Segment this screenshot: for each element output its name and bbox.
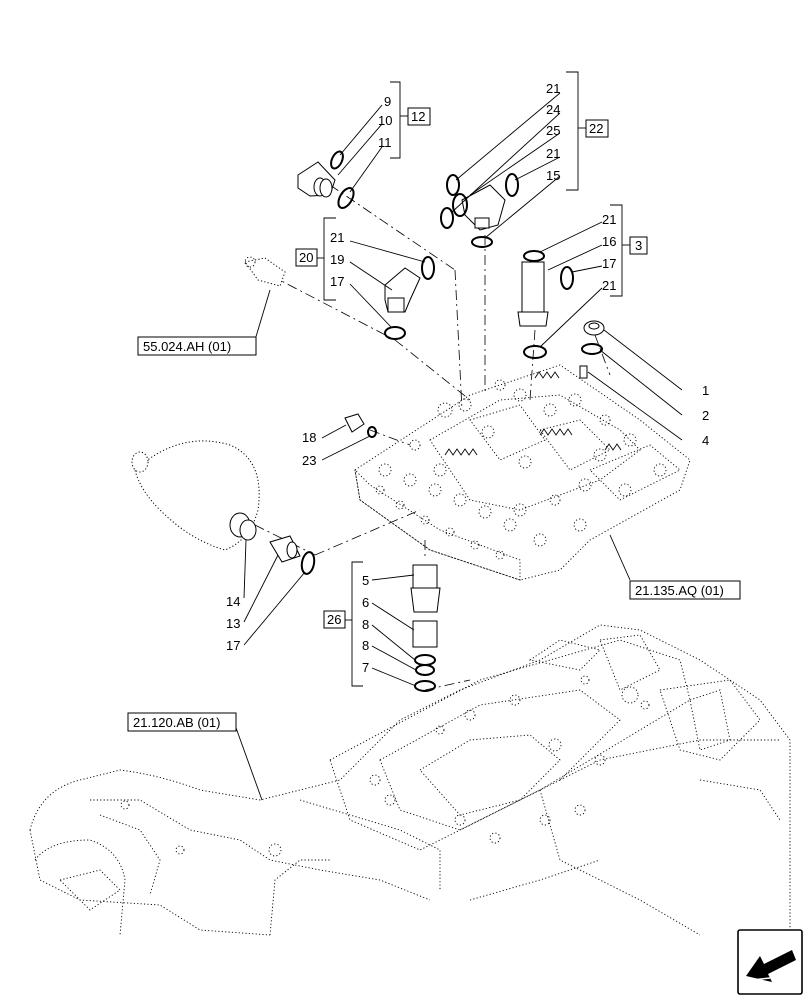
group-brackets [316,71,630,687]
reference-21-135-aq: 21.135.AQ (01) [635,583,724,598]
callout-19: 19 [330,252,344,267]
group-number-boxes: 12 22 20 3 26 [295,107,648,629]
plug-parts [579,320,605,379]
callout-5: 5 [362,573,369,588]
sensor-part [244,256,286,287]
callout-17: 17 [330,274,344,289]
callout-10: 10 [378,113,392,128]
callout-21: 21 [330,230,344,245]
group-box-22: 22 [589,121,603,136]
group-box-3: 3 [635,238,642,253]
callout-11: 11 [378,135,392,150]
callout-18: 18 [302,430,316,445]
reference-boxes: 55.024.AH (01) 21.135.AQ (01) 21.120.AB … [127,336,741,732]
callout-13: 13 [226,616,240,631]
callout-8: 8 [362,617,369,632]
callout-8: 8 [362,638,369,653]
reference-21-120-ab: 21.120.AB (01) [133,715,220,730]
elbow-fitting-20 [384,256,435,340]
callout-15: 15 [546,168,560,183]
elbow-fitting-12 [297,150,355,209]
callout-14: 14 [226,594,240,609]
group-box-20: 20 [299,250,313,265]
callout-7: 7 [362,660,369,675]
callout-21: 21 [546,81,560,96]
callout-23: 23 [302,453,316,468]
leader-lines [234,92,683,801]
group-box-12: 12 [411,109,425,124]
transmission-housing [29,624,791,936]
callout-24: 24 [546,102,560,117]
callout-2: 2 [702,408,709,423]
callout-16: 16 [602,234,616,249]
callout-1: 1 [702,383,709,398]
callout-labels: 9 10 11 21 24 25 21 15 21 19 17 21 16 17… [226,81,709,675]
callout-21: 21 [546,146,560,161]
callout-21: 21 [602,212,616,227]
small-plug-18-23 [344,413,377,438]
callout-6: 6 [362,595,369,610]
valve-body [354,364,691,581]
callout-4: 4 [702,433,709,448]
relief-valve-26 [410,564,441,692]
accumulator [131,440,260,551]
reference-55-024-ah: 55.024.AH (01) [143,339,231,354]
callout-9: 9 [384,94,391,109]
callout-17: 17 [226,638,240,653]
group-box-26: 26 [327,612,341,627]
callout-21: 21 [602,278,616,293]
adapter-13-17 [269,535,316,575]
arrow-icon[interactable] [737,929,803,995]
callout-25: 25 [546,123,560,138]
tee-fitting-22 [440,173,519,248]
callout-17: 17 [602,256,616,271]
straight-fitting-3 [517,250,574,359]
